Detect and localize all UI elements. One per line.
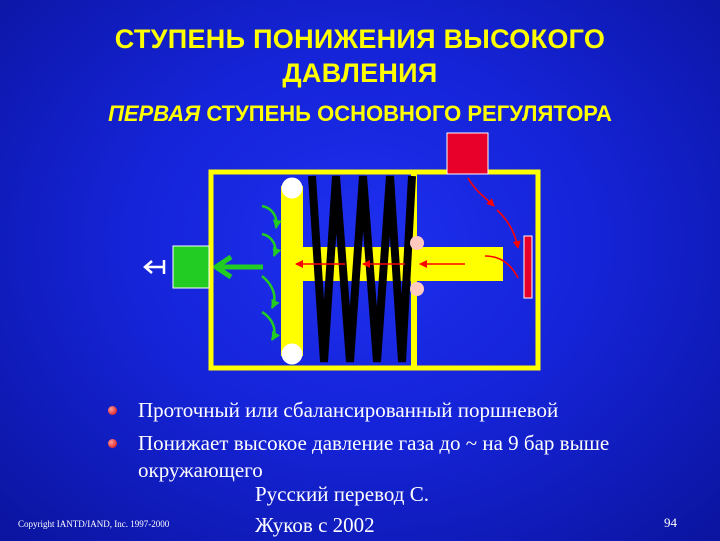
- stem-o-ring-top: [410, 236, 424, 250]
- flow-arrow-green-2: [261, 232, 282, 257]
- bullet-item-2: Понижает высокое давление газа до ~ на 9…: [108, 430, 668, 484]
- low-pressure-outlet: [172, 245, 210, 289]
- valve-seat: [523, 235, 533, 299]
- subtitle-italic: ПЕРВАЯ: [108, 101, 201, 126]
- flow-arrow-inlet: [467, 177, 495, 207]
- bullet-dot-icon: [108, 406, 117, 415]
- slide-title: СТУПЕНЬ ПОНИЖЕНИЯ ВЫСОКОГО ДАВЛЕНИЯ: [0, 22, 720, 90]
- flow-arrow-seat: [496, 209, 521, 249]
- title-line-1: СТУПЕНЬ ПОНИЖЕНИЯ ВЫСОКОГО: [114, 24, 606, 54]
- high-pressure-inlet: [446, 132, 489, 175]
- bullet-list: Проточный или сбалансированный поршневой…: [108, 397, 668, 490]
- subtitle-rest: СТУПЕНЬ ОСНОВНОГО РЕГУЛЯТОРА: [200, 101, 612, 126]
- flow-arrow-green-1: [261, 204, 282, 229]
- copyright-notice: Copyright IANTD/IAND, Inc. 1997-2000: [18, 519, 170, 529]
- outlet-arrow-head: [213, 254, 233, 280]
- title-line-2: ДАВЛЕНИЯ: [282, 58, 438, 88]
- bullet-dot-icon: [108, 439, 117, 448]
- slide-subtitle: ПЕРВАЯ СТУПЕНЬ ОСНОВНОГО РЕГУЛЯТОРА: [0, 100, 720, 128]
- bullet-item-1: Проточный или сбалансированный поршневой: [108, 397, 668, 424]
- regulator-housing: [208, 169, 541, 371]
- spring: [308, 175, 416, 363]
- stem-o-ring-bottom: [410, 282, 424, 296]
- bullet-text-1: Проточный или сбалансированный поршневой: [138, 398, 559, 422]
- flow-arrow-seat-return: [484, 255, 519, 279]
- piston-o-ring-top: [281, 177, 303, 199]
- flow-arrow-green-3: [261, 275, 280, 309]
- piston-o-ring-bottom: [281, 343, 303, 365]
- page-number: 94: [664, 515, 677, 530]
- flow-arrow-green-4: [261, 310, 280, 341]
- bullet-text-2: Понижает высокое давление газа до ~ на 9…: [138, 431, 610, 482]
- piston-head: [281, 186, 303, 356]
- translation-credit: Русский перевод С. Жуков с 2002: [255, 482, 429, 537]
- exit-arrow-head: [143, 260, 153, 274]
